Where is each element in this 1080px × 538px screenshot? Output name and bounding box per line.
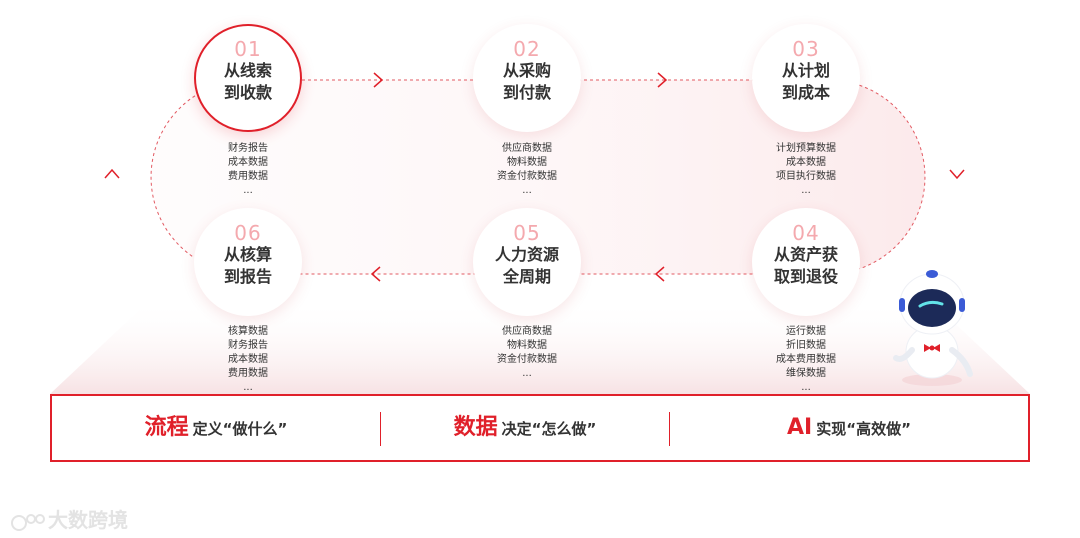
step-title-line2: 到报告: [223, 267, 272, 286]
principle-keyword: 流程: [144, 415, 189, 440]
step-title-line2: 全周期: [502, 267, 551, 286]
step-circle-06: 06 从核算 到报告: [194, 208, 302, 316]
list-item: 供应商数据: [502, 326, 552, 337]
divider: [380, 412, 381, 446]
list-item: 费用数据: [228, 368, 268, 379]
list-item: ...: [801, 382, 811, 393]
list-item: 成本数据: [786, 157, 826, 168]
list-item: 财务报告: [228, 143, 268, 154]
platform-shape: [50, 300, 1030, 394]
step-data-list-04: 运行数据 折旧数据 成本费用数据 维保数据 ...: [726, 325, 886, 395]
list-item: 折旧数据: [786, 340, 826, 351]
step-data-list-03: 计划预算数据 成本数据 项目执行数据 ...: [726, 142, 886, 198]
list-item: 物料数据: [507, 340, 547, 351]
list-item: 资金付款数据: [497, 354, 557, 365]
watermark-text: 大数跨境: [48, 508, 128, 532]
principle-process: 流程定义“做什么”: [52, 396, 380, 460]
step-circle-04: 04 从资产获 取到退役: [752, 208, 860, 316]
step-circle-02: 02 从采购 到付款: [473, 24, 581, 132]
principle-keyword: AI: [787, 415, 813, 440]
list-item: 物料数据: [507, 157, 547, 168]
step-number: 03: [792, 37, 820, 61]
step-number: 04: [792, 221, 820, 245]
principle-text: 决定“怎么做”: [501, 420, 597, 438]
step-title-line2: 到成本: [781, 83, 830, 102]
list-item: 核算数据: [228, 326, 268, 337]
arrow-up-icon: [104, 168, 120, 179]
principle-keyword: 数据: [453, 415, 498, 440]
list-item: 计划预算数据: [776, 143, 836, 154]
list-item: 资金付款数据: [497, 171, 557, 182]
step-title-line1: 从计划: [781, 61, 830, 80]
robot-mascot-icon: [893, 270, 973, 386]
list-item: 成本数据: [228, 354, 268, 365]
step-number: 05: [513, 221, 541, 245]
step-circle-03: 03 从计划 到成本: [752, 24, 860, 132]
list-item: ...: [243, 185, 253, 196]
list-item: ...: [522, 185, 532, 196]
list-item: 成本费用数据: [776, 354, 836, 365]
step-title-line2: 到付款: [502, 83, 551, 102]
step-title-line1: 从核算: [223, 245, 272, 264]
list-item: ...: [522, 368, 532, 379]
arrow-right-icon: [657, 72, 668, 88]
step-title-line2: 取到退役: [773, 267, 838, 286]
step-number: 06: [234, 221, 262, 245]
step-title-line1: 从采购: [502, 61, 551, 80]
step-data-list-02: 供应商数据 物料数据 资金付款数据 ...: [447, 142, 607, 198]
watermark-logo: 大数跨境: [10, 504, 128, 533]
list-item: 供应商数据: [502, 143, 552, 154]
step-title-line1: 从资产获: [773, 245, 838, 264]
step-title-line1: 人力资源: [494, 245, 559, 264]
principle-data: 数据决定“怎么做”: [381, 396, 669, 460]
divider: [669, 412, 670, 446]
step-data-list-01: 财务报告 成本数据 费用数据 ...: [168, 142, 328, 198]
list-item: 财务报告: [228, 340, 268, 351]
step-number: 01: [234, 37, 262, 61]
watermark-icon: [11, 513, 45, 531]
list-item: ...: [801, 185, 811, 196]
list-item: 费用数据: [228, 171, 268, 182]
arrow-down-icon: [949, 169, 965, 180]
principle-text: 实现“高效做”: [816, 420, 911, 438]
step-number: 02: [513, 37, 541, 61]
step-data-list-05: 供应商数据 物料数据 资金付款数据 ...: [447, 325, 607, 381]
list-item: 维保数据: [786, 368, 826, 379]
loop-fill: [151, 80, 925, 274]
list-item: ...: [243, 382, 253, 393]
step-data-list-06: 核算数据 财务报告 成本数据 费用数据 ...: [168, 325, 328, 395]
list-item: 成本数据: [228, 157, 268, 168]
step-title-line2: 到收款: [223, 83, 272, 102]
step-circle-05: 05 人力资源 全周期: [473, 208, 581, 316]
arrow-left-icon: [654, 266, 665, 282]
arrow-right-icon: [373, 72, 384, 88]
list-item: 项目执行数据: [776, 171, 836, 182]
step-circle-01: 01 从线索 到收款: [194, 24, 302, 132]
list-item: 运行数据: [786, 326, 826, 337]
arrow-left-icon: [370, 266, 381, 282]
principle-text: 定义“做什么”: [192, 420, 288, 438]
step-title-line1: 从线索: [223, 61, 272, 80]
